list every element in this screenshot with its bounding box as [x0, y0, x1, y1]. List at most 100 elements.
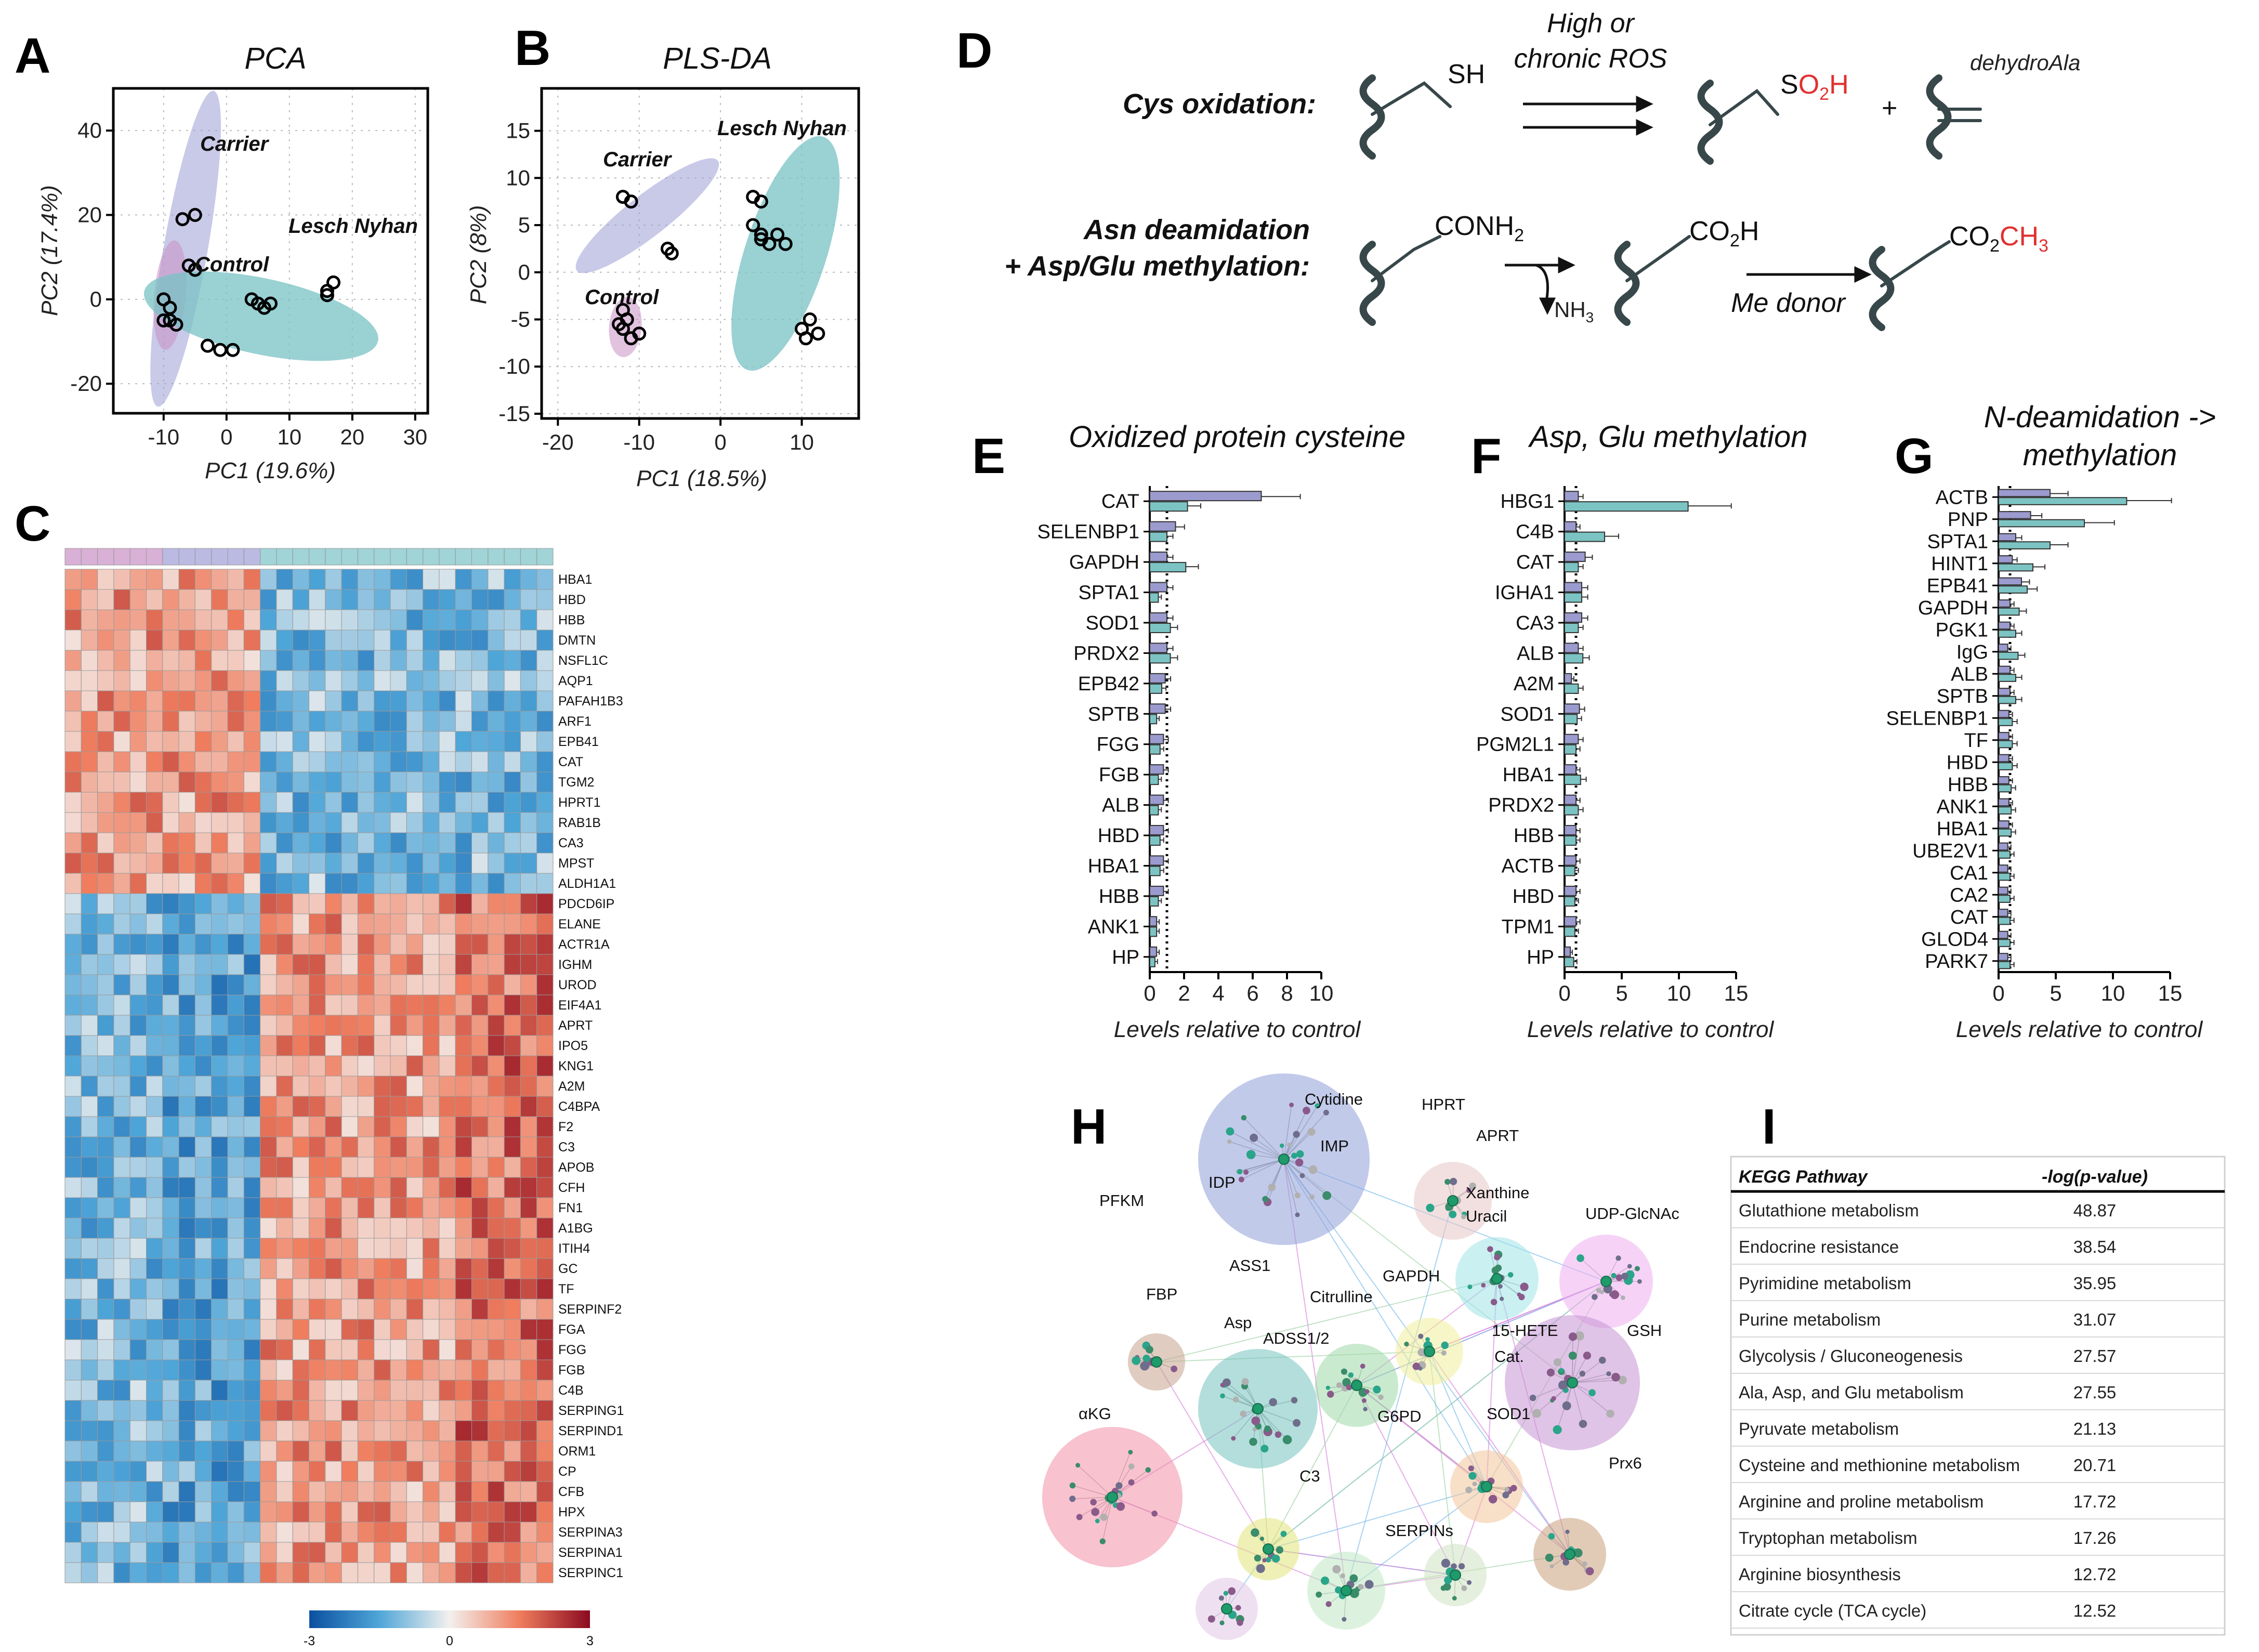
heatmap-cell [211, 630, 228, 651]
heatmap-cell [488, 1461, 505, 1482]
heatmap-cell [227, 569, 244, 590]
heatmap-cell [113, 1461, 130, 1482]
heatmap-cell [455, 1238, 472, 1259]
heatmap-cell [390, 589, 407, 610]
heatmap-cell [374, 670, 391, 691]
heatmap-cell [390, 832, 407, 854]
heatmap-cell [194, 1359, 212, 1381]
heatmap-cell [81, 1035, 98, 1056]
heatmap-cell [325, 792, 342, 813]
heatmap-cell [129, 630, 147, 651]
network-node [1469, 1182, 1476, 1190]
color-scale-mid: 0 [446, 1634, 453, 1648]
bar [1564, 885, 1577, 896]
heatmap-cell [64, 1481, 82, 1502]
heatmap-cell [488, 589, 505, 610]
heatmap-cell [520, 832, 537, 854]
bar-e-title: Oxidized protein cysteine [1069, 420, 1406, 454]
network-node [1252, 1427, 1257, 1432]
heatmap-cell [194, 812, 212, 833]
x-tick-label: 10 [790, 430, 814, 454]
bar-category-label: HBD [1947, 752, 1988, 773]
heatmap-cell [178, 1562, 195, 1583]
bar-category-label: TF [1964, 730, 1988, 752]
bar-g-title-line2: methylation [2023, 438, 2177, 472]
heatmap-cell [129, 1461, 147, 1482]
heatmap-cell [292, 1116, 310, 1137]
heatmap-cell [243, 1339, 261, 1360]
heatmap-cell [325, 1015, 342, 1036]
heatmap-cell [455, 934, 472, 955]
data-point [778, 237, 793, 251]
heatmap-cell [439, 1238, 456, 1259]
heatmap-cell [211, 1319, 228, 1340]
network-node [1259, 1537, 1265, 1541]
heatmap-cell [504, 690, 521, 712]
heatmap-cell [455, 1501, 472, 1523]
heatmap-cell [211, 1076, 228, 1097]
heatmap-cell [536, 1035, 554, 1056]
bar [1149, 673, 1166, 684]
network-node [1517, 1292, 1521, 1297]
heatmap-cell [423, 1278, 440, 1300]
heatmap-cell [374, 1522, 391, 1543]
heatmap-cell [471, 1278, 489, 1300]
heatmap-cell [260, 1522, 277, 1543]
bar [1998, 784, 2012, 793]
bar [1998, 930, 2008, 939]
heatmap-cell [390, 994, 407, 1016]
heatmap-cell [536, 1136, 554, 1158]
heatmap-cell [243, 1076, 261, 1097]
bar [1564, 521, 1577, 532]
bar-category-label: IgG [1956, 641, 1988, 663]
heatmap-cell [113, 1015, 130, 1036]
network-node [1491, 1266, 1500, 1275]
heatmap-cell [455, 1522, 472, 1543]
heatmap-cell [390, 893, 407, 914]
heatmap-cell [357, 913, 375, 935]
heatmap-cell [243, 873, 261, 894]
heatmap-cell [113, 913, 130, 935]
network-node [1289, 1103, 1294, 1107]
network-label: GAPDH [1383, 1267, 1440, 1285]
heatmap-cell [162, 1278, 179, 1300]
network-node [1568, 1332, 1578, 1341]
heatmap-cell [260, 1238, 277, 1259]
heatmap-cell [211, 670, 228, 691]
heatmap-cell [536, 771, 554, 793]
bar-category-label: SPTA1 [1927, 531, 1988, 553]
heatmap-cell [520, 913, 537, 935]
heatmap-cell [471, 771, 489, 793]
bar-e-xlabel: Levels relative to control [1114, 1017, 1361, 1042]
heatmap-cell [97, 873, 114, 894]
heatmap-cell [194, 934, 212, 955]
heatmap-cell [520, 893, 537, 914]
y-tick-label: 15 [506, 119, 530, 143]
heatmap-cell [325, 1542, 342, 1563]
heatmap-cell [81, 650, 98, 671]
heatmap-cell [276, 1420, 293, 1441]
heatmap-cell [341, 1197, 358, 1218]
network-label: Xanthine [1466, 1184, 1529, 1202]
heatmap-cell [64, 731, 82, 752]
so2h-group: SO2H [1780, 70, 1849, 104]
network-label: GSH [1627, 1321, 1662, 1340]
heatmap-cell [536, 1258, 554, 1279]
heatmap-cell [471, 812, 489, 833]
heatmap-row-label: SERPINC1 [558, 1566, 623, 1580]
bar-category-label: PRDX2 [1073, 643, 1139, 664]
heatmap-cell [64, 1035, 82, 1056]
heatmap-cell [325, 1116, 342, 1137]
heatmap-cell [276, 1562, 293, 1583]
heatmap-cell [374, 1116, 391, 1137]
heatmap-cell [357, 670, 375, 691]
heatmap-cell [97, 1481, 114, 1502]
heatmap-cell [439, 913, 456, 935]
heatmap-cell [341, 1400, 358, 1421]
heatmap-cell [178, 893, 195, 914]
heatmap-cell [536, 994, 554, 1016]
heatmap-cell [276, 1542, 293, 1563]
heatmap-cell [227, 1035, 244, 1056]
heatmap-cell [146, 1420, 163, 1441]
